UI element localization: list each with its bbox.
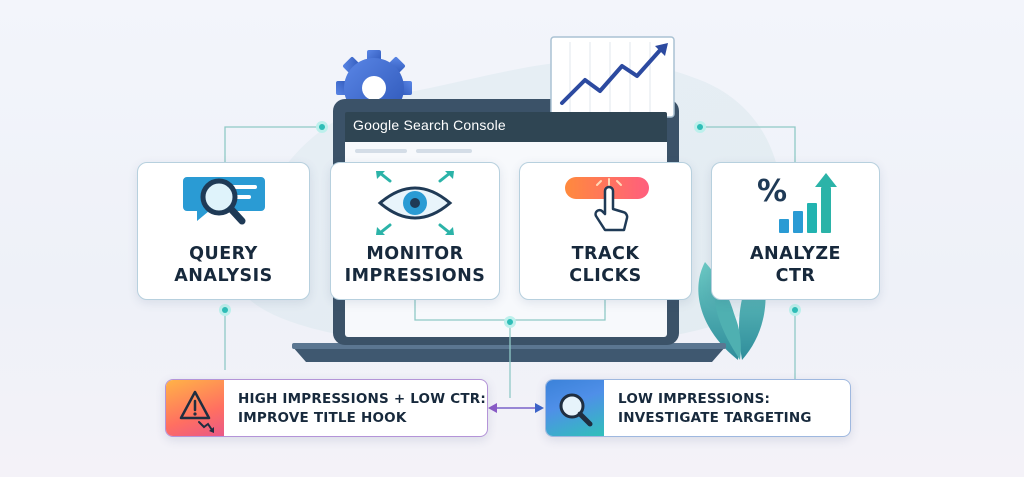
card-title-line2: CTR bbox=[775, 266, 816, 286]
callout-investigate-targeting: LOW IMPRESSIONS: INVESTIGATE TARGETING bbox=[545, 379, 851, 437]
callout-action: INVESTIGATE TARGETING bbox=[618, 410, 812, 426]
callout-action: IMPROVE TITLE HOOK bbox=[238, 410, 407, 426]
svg-text:%: % bbox=[757, 174, 787, 209]
callout-improve-title: HIGH IMPRESSIONS + LOW CTR: IMPROVE TITL… bbox=[165, 379, 488, 437]
card-title-line2: CLICKS bbox=[569, 266, 642, 286]
card-query-analysis: QUERY ANALYSIS bbox=[137, 162, 310, 300]
search-console-header bbox=[345, 112, 667, 142]
callout-title: LOW IMPRESSIONS: bbox=[618, 391, 771, 407]
callout-title: HIGH IMPRESSIONS + LOW CTR: bbox=[238, 391, 486, 407]
card-monitor-impressions: MONITOR IMPRESSIONS bbox=[330, 162, 500, 300]
search-console-title: Google Search Console bbox=[353, 117, 506, 133]
product-name: Search Console bbox=[403, 117, 506, 133]
warning-icon bbox=[179, 390, 214, 433]
card-title-line2: ANALYSIS bbox=[174, 266, 273, 286]
card-title-line1: QUERY bbox=[189, 244, 258, 264]
magnifier-chat-icon bbox=[182, 177, 265, 225]
brand-name: Google bbox=[353, 117, 400, 133]
laptop-base bbox=[292, 346, 726, 362]
pointer-click-icon bbox=[564, 177, 649, 232]
card-title-line1: ANALYZE bbox=[750, 244, 841, 264]
card-title-line1: TRACK bbox=[571, 244, 640, 264]
card-title-line2: IMPRESSIONS bbox=[344, 266, 486, 286]
search-icon bbox=[559, 393, 593, 427]
eye-arrows-icon bbox=[376, 171, 454, 235]
card-analyze-ctr: % ANALYZE CTR bbox=[711, 162, 880, 300]
card-title-line1: MONITOR bbox=[366, 244, 464, 264]
card-track-clicks: TRACK CLICKS bbox=[519, 162, 692, 300]
percent-bars-icon: % bbox=[757, 173, 837, 233]
trend-chart-icon bbox=[550, 36, 675, 118]
